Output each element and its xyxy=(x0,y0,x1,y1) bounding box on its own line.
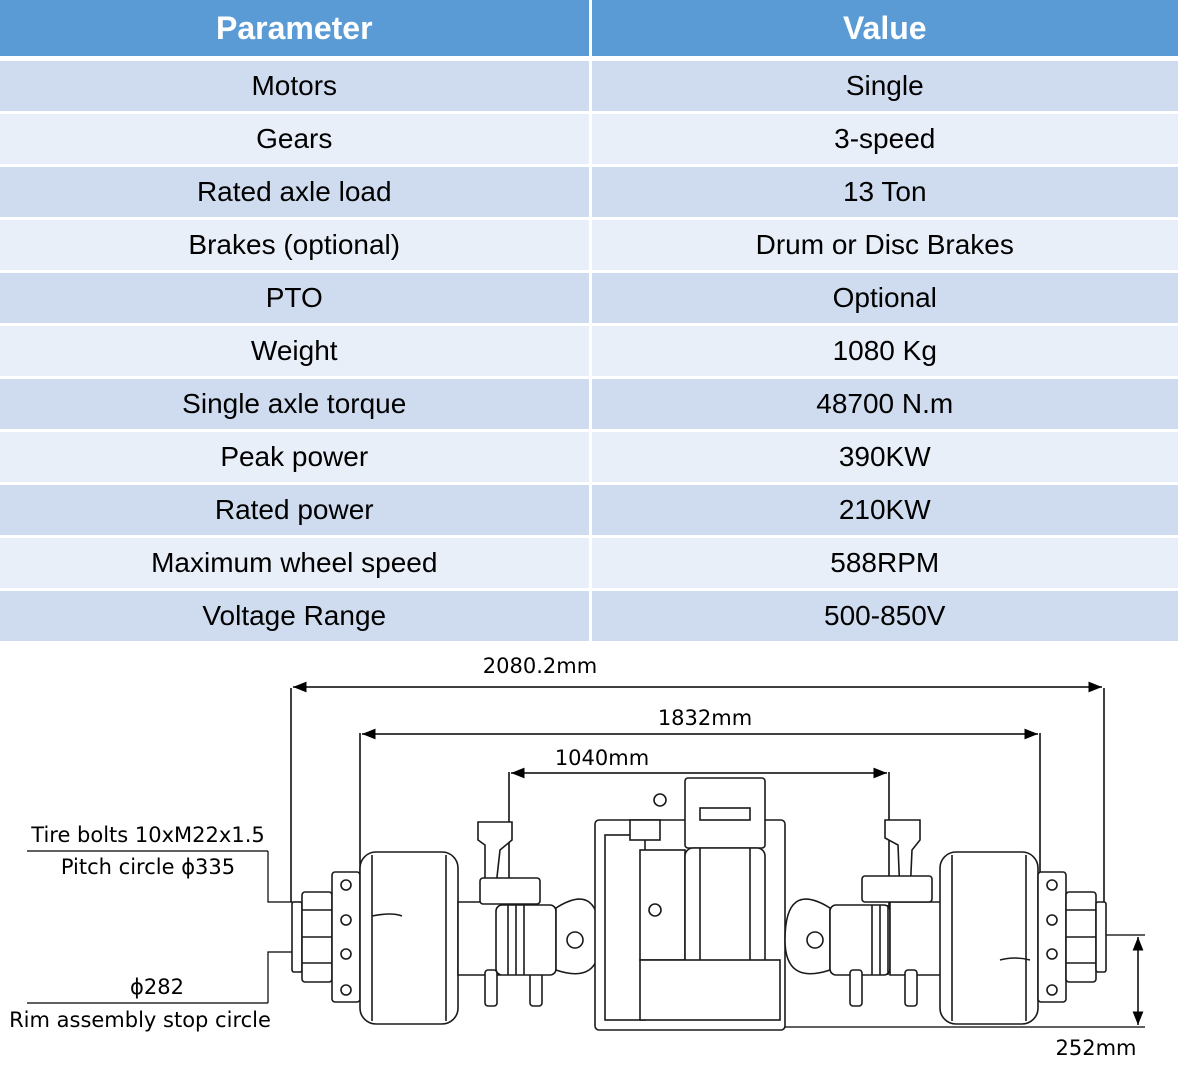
cell-parameter: Rated axle load xyxy=(0,165,592,220)
cell-value: 588RPM xyxy=(590,536,1178,591)
table-row: Brakes (optional)Drum or Disc Brakes xyxy=(0,218,1178,273)
cell-value: 210KW xyxy=(590,483,1178,538)
cell-parameter: Gears xyxy=(0,112,592,167)
dimension-overall: 2080.2mm xyxy=(290,654,1105,902)
cell-parameter: Maximum wheel speed xyxy=(0,536,592,591)
cell-parameter: Single axle torque xyxy=(0,377,592,432)
axle-body xyxy=(291,777,1107,1031)
cell-value: Drum or Disc Brakes xyxy=(590,218,1178,273)
cell-value: 48700 N.m xyxy=(590,377,1178,432)
cell-value: 3-speed xyxy=(590,112,1178,167)
callout-bolts-line1: Tire bolts 10xM22x1.5 xyxy=(30,823,264,847)
cell-value: 500-850V xyxy=(590,589,1178,644)
callout-bolts-line2: Pitch circle ϕ335 xyxy=(61,855,235,879)
cell-parameter: Voltage Range xyxy=(0,589,592,644)
dimension-overall-label: 2080.2mm xyxy=(483,654,597,678)
dimension-inner-label: 1040mm xyxy=(555,746,649,770)
callout-tire-bolts: Tire bolts 10xM22x1.5 Pitch circle ϕ335 xyxy=(27,823,337,908)
cell-value: 390KW xyxy=(590,430,1178,485)
dimension-track: 1832mm xyxy=(359,706,1041,902)
cell-value: Single xyxy=(590,58,1178,114)
cell-parameter: PTO xyxy=(0,271,592,326)
cell-parameter: Peak power xyxy=(0,430,592,485)
cell-parameter: Weight xyxy=(0,324,592,379)
cell-value: 1080 Kg xyxy=(590,324,1178,379)
callout-rim-stop: ϕ282 Rim assembly stop circle xyxy=(9,946,342,1032)
callout-rim-line2: Rim assembly stop circle xyxy=(9,1008,271,1032)
cell-parameter: Rated power xyxy=(0,483,592,538)
cell-parameter: Motors xyxy=(0,58,592,114)
axle-drawing: 2080.2mm 1832mm 1040mm 252mm Tire bolts … xyxy=(9,654,1145,1060)
cell-parameter: Brakes (optional) xyxy=(0,218,592,273)
cell-value: 13 Ton xyxy=(590,165,1178,220)
dimension-track-label: 1832mm xyxy=(658,706,752,730)
callout-rim-line1: ϕ282 xyxy=(130,975,184,999)
cell-value: Optional xyxy=(590,271,1178,326)
header-parameter: Parameter xyxy=(0,0,592,61)
header-value: Value xyxy=(590,0,1178,61)
dimension-height-label: 252mm xyxy=(1056,1036,1137,1060)
table-header-row: Parameter Value xyxy=(0,0,1178,61)
